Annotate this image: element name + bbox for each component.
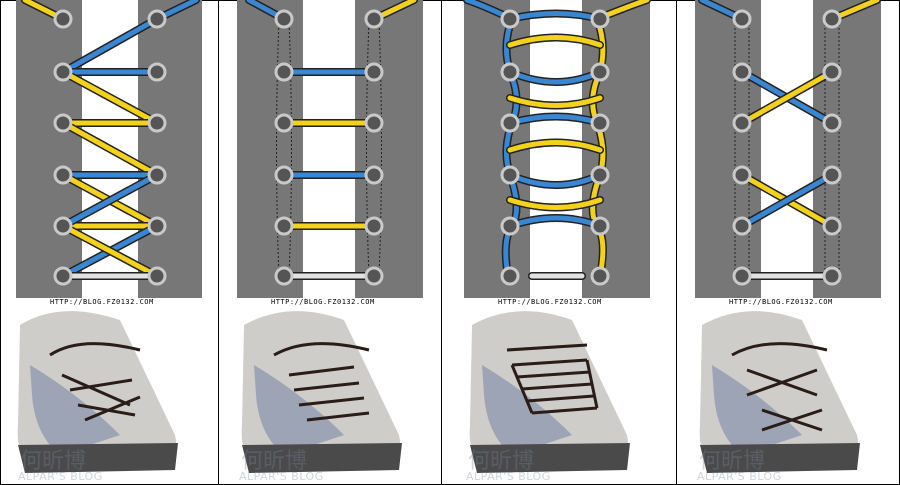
lace-segments bbox=[698, 0, 881, 280]
lacing-panel-straight-bar: HTTP://BLOG.FZ0132.COM 何昕博 ALPAR'S BLOG bbox=[219, 0, 441, 485]
credit-url: HTTP://BLOG.FZ0132.COM bbox=[498, 298, 602, 306]
lacing-diagram-straight-bar bbox=[237, 0, 423, 298]
lacing-panel-hidden-cross: HTTP://BLOG.FZ0132.COM 何昕博 ALPAR'S BLOG bbox=[677, 0, 899, 485]
shoe-tongue-gap bbox=[761, 0, 813, 298]
watermark-cn: 何昕博 bbox=[699, 449, 766, 474]
credit-url: HTTP://BLOG.FZ0132.COM bbox=[50, 298, 154, 306]
shoe-photo-criss-cross bbox=[17, 311, 178, 473]
eyelets bbox=[53, 9, 167, 286]
watermark-en: ALPAR'S BLOG bbox=[18, 470, 103, 483]
hidden-lace-paths bbox=[734, 20, 840, 276]
lacing-panel-criss-cross: HTTP://BLOG.FZ0132.COM 何昕博 ALPAR'S BLOG bbox=[0, 0, 218, 485]
shoe-tongue-gap bbox=[530, 0, 582, 298]
lacing-diagram-criss-cross bbox=[16, 0, 202, 298]
eyelets bbox=[500, 9, 610, 286]
watermark-cn: 何昕博 bbox=[20, 449, 87, 474]
lacing-diagram-double-helix bbox=[463, 0, 651, 298]
watermark-cn: 何昕博 bbox=[468, 449, 535, 474]
eyelets bbox=[732, 9, 842, 286]
watermark-en: ALPAR'S BLOG bbox=[466, 470, 551, 483]
shoe-photo-double-helix bbox=[469, 311, 630, 473]
shoe-tongue-gap bbox=[303, 0, 355, 298]
panel-divider bbox=[676, 0, 677, 485]
hidden-lace-paths bbox=[276, 19, 382, 277]
panel-divider bbox=[441, 0, 442, 485]
lace-segments bbox=[245, 0, 418, 280]
watermark-en: ALPAR'S BLOG bbox=[239, 470, 324, 483]
credit-url: HTTP://BLOG.FZ0132.COM bbox=[271, 298, 375, 306]
shoe-photo-straight-bar bbox=[241, 311, 402, 473]
lacing-panel-double-helix: HTTP://BLOG.FZ0132.COM 何昕博 ALPAR'S BLOG bbox=[442, 0, 676, 485]
panel-divider bbox=[218, 0, 219, 485]
shoe-photo-hidden-cross bbox=[699, 311, 860, 473]
watermark-cn: 何昕博 bbox=[241, 449, 308, 474]
lacing-diagram-hidden-cross bbox=[695, 0, 881, 298]
credit-url: HTTP://BLOG.FZ0132.COM bbox=[729, 298, 833, 306]
watermark-en: ALPAR'S BLOG bbox=[697, 470, 782, 483]
eyelets bbox=[274, 9, 384, 286]
